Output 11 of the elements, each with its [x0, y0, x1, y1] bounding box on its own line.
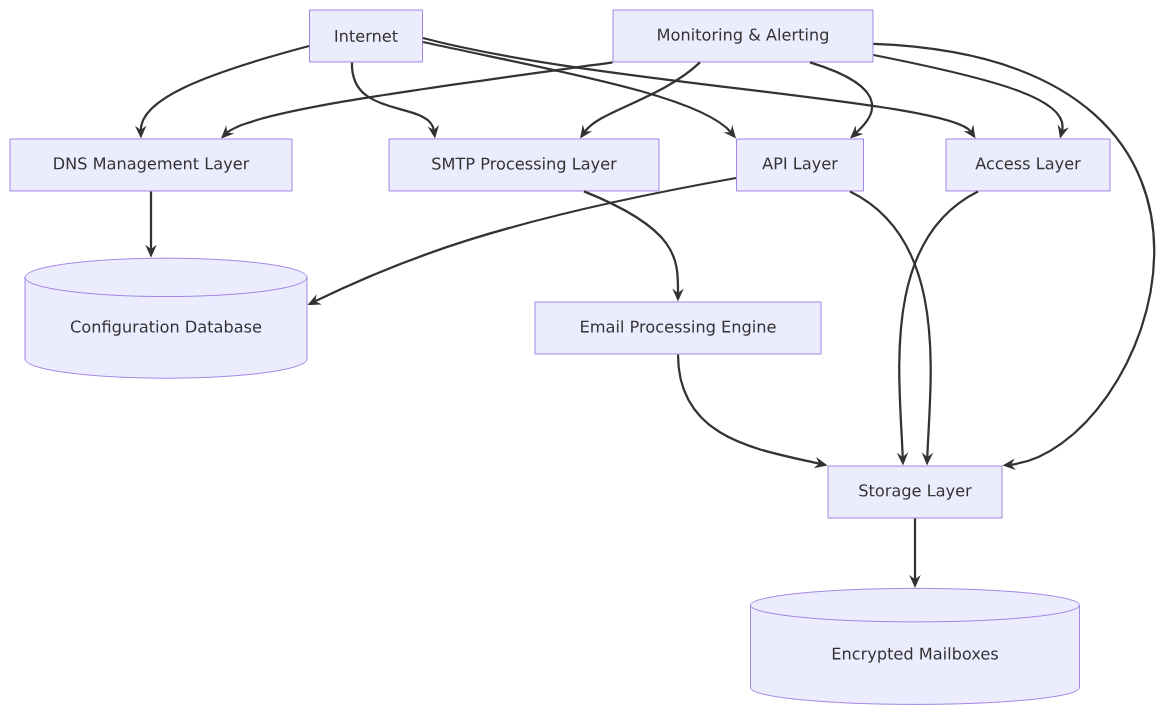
arrow — [873, 42, 1156, 470]
process-box: DNS Management Layer — [9, 138, 293, 192]
database-cylinder: Configuration Database — [24, 257, 308, 379]
process-box: API Layer — [736, 138, 864, 192]
database-cylinder: Encrypted Mailboxes — [750, 588, 1080, 705]
process-box: Email Processing Engine — [534, 301, 822, 355]
process-box: Storage Layer — [827, 465, 1003, 519]
process-box: Internet — [309, 9, 423, 63]
process-box: Access Layer — [945, 138, 1111, 192]
process-box: Monitoring & Alerting — [612, 9, 874, 63]
process-box: SMTP Processing Layer — [388, 138, 660, 192]
